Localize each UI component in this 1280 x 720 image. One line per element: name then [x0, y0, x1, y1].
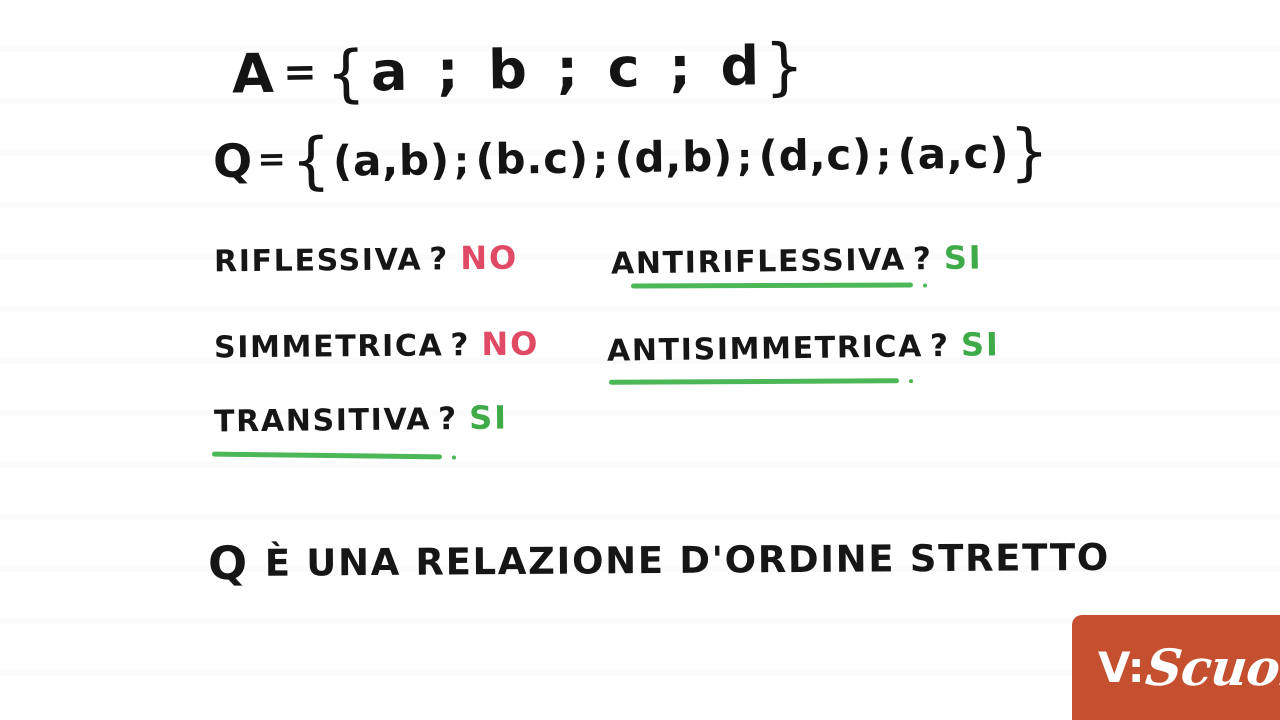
- conclusion-statement: Q È UNA RELAZIONE D'ORDINE STRETTO: [208, 530, 1110, 590]
- property-label: ANTIRIFLESSIVA: [610, 242, 907, 282]
- ordered-pair: (a,c): [897, 128, 1010, 179]
- property-label: RIFLESSIVA: [213, 242, 423, 280]
- set-a-open-brace: {: [325, 36, 372, 111]
- conclusion-text: È UNA RELAZIONE D'ORDINE STRETTO: [264, 535, 1111, 585]
- pair-separator: ;: [453, 138, 472, 184]
- property-answer: NO: [481, 324, 540, 364]
- property-row-simmetrica: SIMMETRICA? NO: [214, 325, 540, 366]
- property-row-antiriflessiva: ANTIRIFLESSIVA? SI: [611, 238, 983, 281]
- highlight-underline-antiriflessiva: [630, 282, 914, 289]
- ordered-pair: (a,b): [332, 135, 451, 186]
- ordered-pair: (b.c): [475, 133, 590, 184]
- vscuola-logo-badge: V:Scuola: [1072, 615, 1280, 720]
- set-a-definition: A={a ; b ; c ; d}: [231, 29, 810, 111]
- pair-separator: ;: [736, 135, 755, 180]
- highlight-underline-transitiva: [211, 451, 443, 460]
- question-mark: ?: [438, 401, 457, 438]
- set-a-close-brace: }: [763, 29, 810, 104]
- highlight-underline-antisimmetrica: [608, 378, 900, 385]
- property-answer: SI: [960, 325, 1001, 364]
- set-a-equals: =: [282, 49, 323, 96]
- set-a-name: A: [231, 41, 280, 106]
- set-q-close-brace: }: [1008, 114, 1052, 189]
- question-mark: ?: [912, 241, 932, 278]
- pair-separator: ;: [592, 137, 611, 182]
- property-answer: NO: [460, 238, 519, 278]
- set-q-equals: =: [257, 139, 289, 180]
- property-answer: SI: [468, 398, 509, 437]
- question-mark: ?: [429, 241, 448, 278]
- property-row-riflessiva: RIFLESSIVA? NO: [214, 239, 518, 280]
- pair-separator: ;: [875, 133, 894, 179]
- question-mark: ?: [450, 327, 469, 364]
- set-a-elements: a ; b ; c ; d: [370, 34, 765, 104]
- set-q-name: Q: [212, 133, 255, 189]
- ordered-pair: (d,c): [758, 130, 873, 181]
- ordered-pair: (d,b): [614, 131, 734, 183]
- property-label: ANTISIMMETRICA: [606, 329, 924, 369]
- question-mark: ?: [929, 327, 949, 365]
- property-row-transitiva: TRANSITIVA? SI: [214, 398, 508, 439]
- set-q-open-brace: {: [290, 123, 334, 198]
- conclusion-subject: Q: [207, 535, 249, 591]
- property-row-antisimmetrica: ANTISIMMETRICA? SI: [607, 325, 1000, 368]
- property-label: TRANSITIVA: [213, 402, 432, 440]
- logo-prefix: V:: [1098, 642, 1145, 692]
- property-label: SIMMETRICA: [213, 328, 444, 366]
- logo-wordmark: Scuola: [1142, 637, 1280, 697]
- property-answer: SI: [943, 238, 983, 277]
- set-q-definition: Q={(a,b);(b.c);(d,b);(d,c);(a,c)}: [213, 115, 1052, 198]
